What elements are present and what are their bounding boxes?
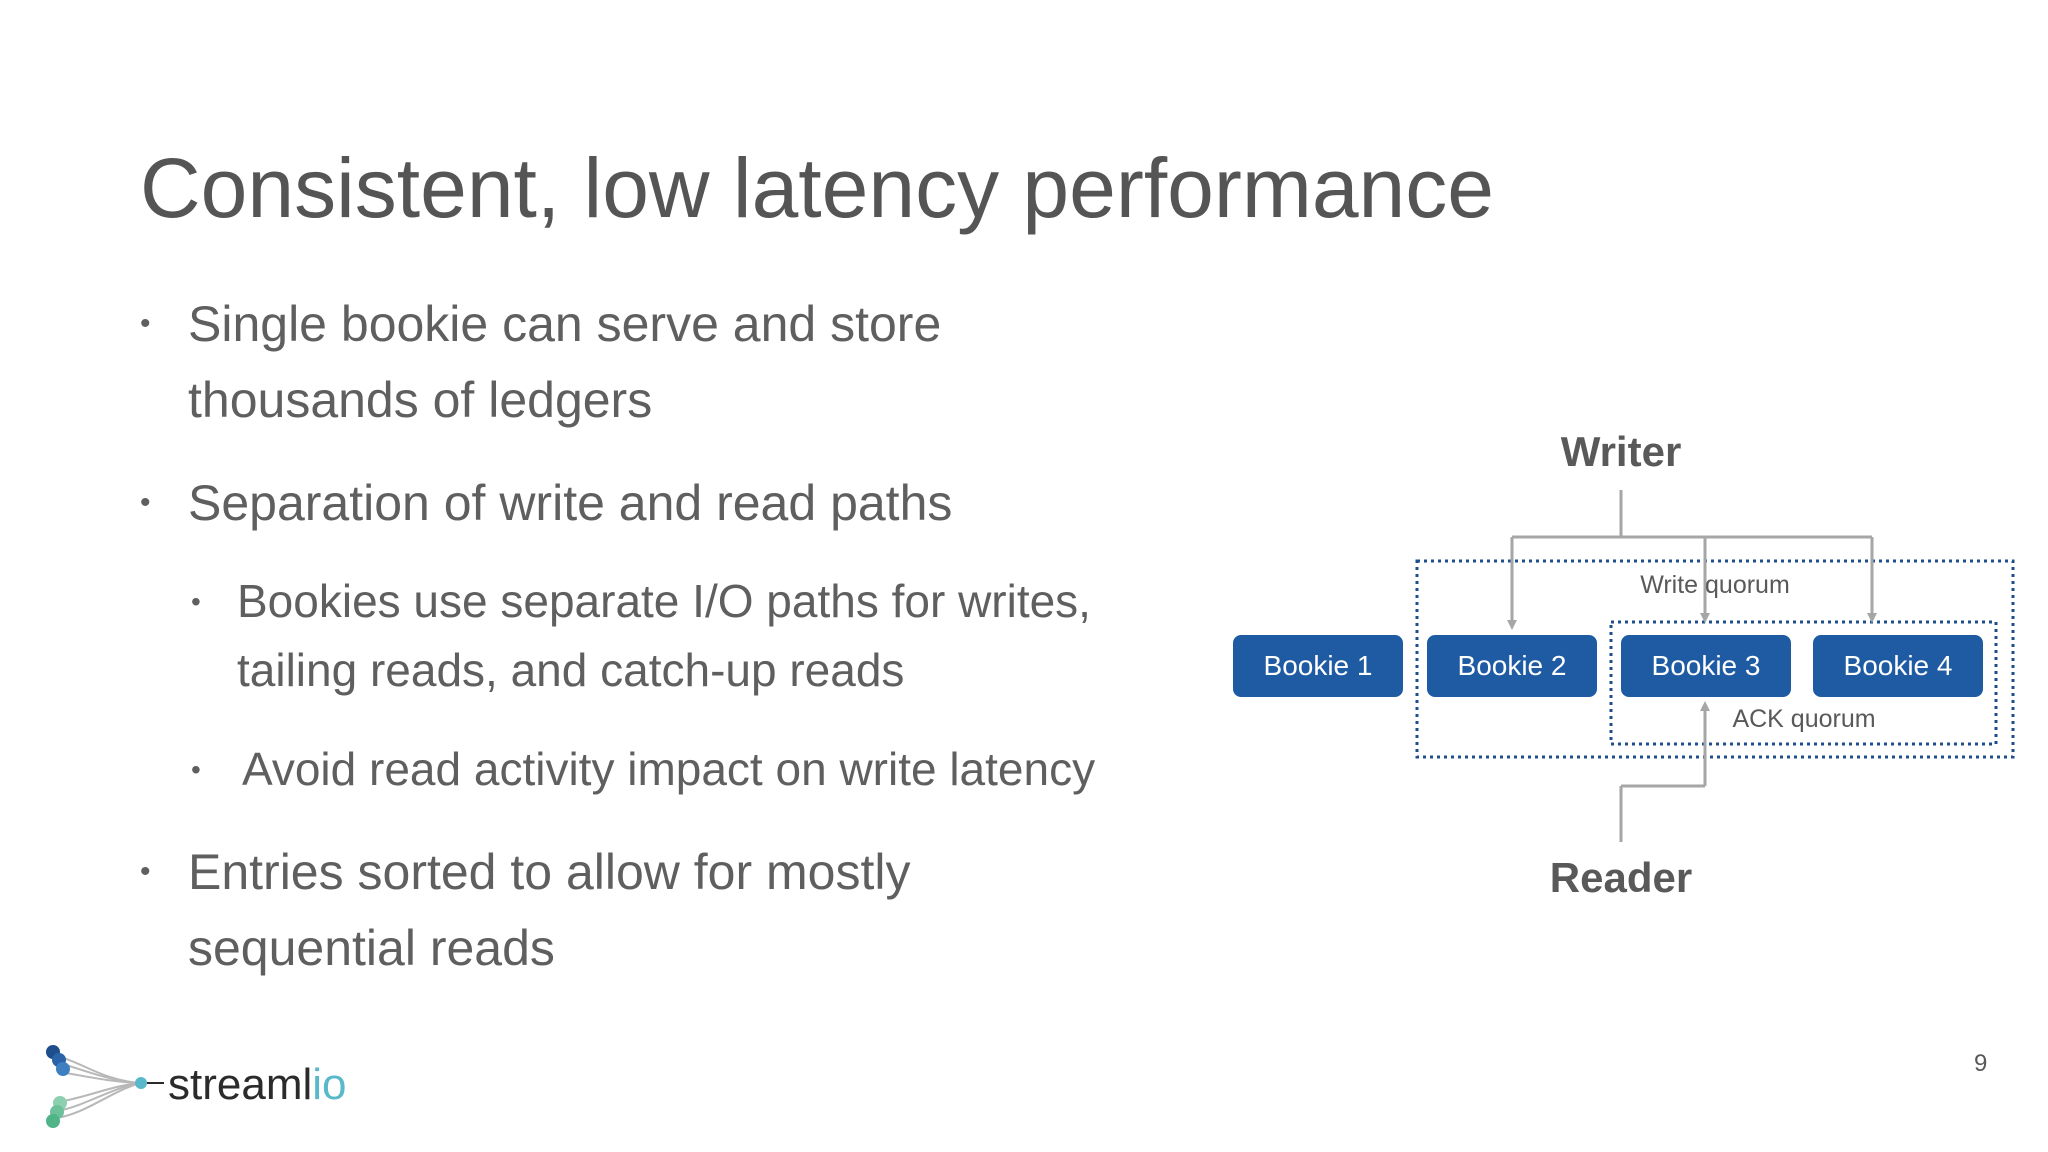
bookie-3: Bookie 3 xyxy=(1621,635,1791,697)
sub-bullet-item: • Bookies use separate I/O paths for wri… xyxy=(191,567,1137,705)
bookie-label: Bookie 3 xyxy=(1652,650,1761,681)
bullet-item: • Separation of write and read paths xyxy=(140,465,1088,541)
slide-title: Consistent, low latency performance xyxy=(140,141,1494,235)
bullet-item: • Single bookie can serve and store thou… xyxy=(140,286,1088,438)
bullet-line: tailing reads, and catch-up reads xyxy=(237,644,905,696)
bullet-line: Bookies use separate I/O paths for write… xyxy=(237,575,1091,627)
bullet-line: Separation of write and read paths xyxy=(188,475,953,531)
bookie-label: Bookie 4 xyxy=(1844,650,1953,681)
bookie-1: Bookie 1 xyxy=(1233,635,1403,697)
bullet-dot: • xyxy=(191,586,201,617)
bullet-dot: • xyxy=(191,754,201,785)
bookie-2: Bookie 2 xyxy=(1427,635,1597,697)
logo-text-main: streaml xyxy=(168,1060,313,1109)
logo-text-accent: io xyxy=(312,1060,347,1109)
bullet-line: thousands of ledgers xyxy=(188,372,653,428)
reader-connectors xyxy=(1619,701,1710,842)
bullet-line: Entries sorted to allow for mostly xyxy=(188,844,911,900)
streamlio-logo-icon xyxy=(46,1045,164,1128)
writer-connectors xyxy=(1507,490,1877,630)
bullet-line: Avoid read activity impact on write late… xyxy=(242,743,1096,795)
bookie-4: Bookie 4 xyxy=(1813,635,1983,697)
bullet-line: sequential reads xyxy=(188,920,555,976)
bullet-dot: • xyxy=(140,855,151,888)
streamlio-logo-text: streamlio xyxy=(168,1058,347,1112)
writer-label: Writer xyxy=(1561,428,1682,475)
bullet-line: Single bookie can serve and store xyxy=(188,296,942,352)
bookie-label: Bookie 2 xyxy=(1458,650,1567,681)
ack-quorum-box xyxy=(1609,620,1998,746)
bullet-dot: • xyxy=(140,307,151,340)
reader-label: Reader xyxy=(1550,854,1692,901)
page-number: 9 xyxy=(1974,1050,1988,1077)
bullet-dot: • xyxy=(140,486,151,519)
write-quorum-label: Write quorum xyxy=(1640,571,1790,599)
ack-quorum-label: ACK quorum xyxy=(1732,705,1875,733)
sub-bullet-item: • Avoid read activity impact on write la… xyxy=(191,735,1142,804)
bullet-item: • Entries sorted to allow for mostly seq… xyxy=(140,834,1088,986)
bookie-label: Bookie 1 xyxy=(1264,650,1373,681)
write-quorum-box xyxy=(1415,559,2015,759)
